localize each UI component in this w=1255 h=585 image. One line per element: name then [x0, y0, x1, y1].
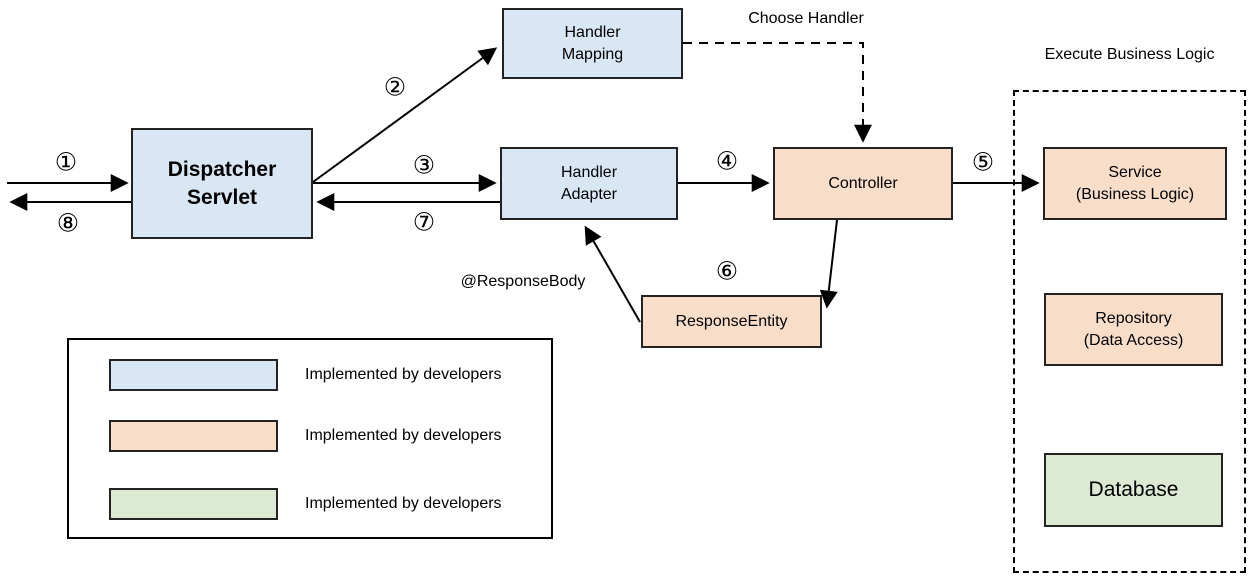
- database-node: Database: [1044, 453, 1223, 527]
- repository-node: Repository (Data Access): [1044, 293, 1223, 366]
- service-node: Service (Business Logic): [1043, 147, 1227, 220]
- handler-adapter-node: Handler Adapter: [500, 147, 678, 220]
- controller-label: Controller: [828, 174, 898, 192]
- controller-node: Controller: [773, 147, 953, 220]
- service-label-line1: Service: [1108, 163, 1162, 181]
- handler-mapping-label-line2: Mapping: [561, 45, 624, 63]
- legend-row-peach: Implemented by developers: [109, 420, 502, 452]
- repository-label-line1: Repository: [1095, 309, 1172, 327]
- step-number-8: ⑧: [56, 209, 80, 238]
- legend-label-blue: Implemented by developers: [305, 366, 502, 383]
- legend-row-blue: Implemented by developers: [109, 359, 502, 391]
- step-number-3: ③: [412, 151, 436, 180]
- execute-business-logic-group: [1013, 90, 1246, 573]
- legend-row-green: Implemented by developers: [109, 488, 502, 520]
- arrow-choose-handler-dashed: [683, 42, 872, 143]
- legend-swatch-peach: [109, 420, 278, 452]
- step-number-7: ⑦: [412, 208, 436, 237]
- repository-label-line2: (Data Access): [1083, 331, 1184, 349]
- arrow-step-6-response-entity-to-adapter: [584, 225, 641, 323]
- step-number-6: ⑥: [715, 257, 739, 286]
- dispatcher-servlet-label-line1: Dispatcher: [167, 157, 277, 181]
- step-number-1: ①: [54, 148, 78, 177]
- handler-mapping-node: Handler Mapping: [502, 8, 683, 79]
- dispatcher-servlet-node: Dispatcher Servlet: [131, 128, 313, 239]
- response-entity-label: ResponseEntity: [675, 312, 788, 330]
- legend-label-peach: Implemented by developers: [305, 427, 502, 444]
- database-label: Database: [1088, 478, 1179, 501]
- service-label-line2: (Business Logic): [1075, 185, 1195, 203]
- legend-swatch-blue: [109, 359, 278, 391]
- arrow-step-2-to-handler-mapping: [312, 47, 498, 183]
- response-entity-node: ResponseEntity: [641, 295, 822, 348]
- legend-box: Implemented by developers Implemented by…: [67, 338, 553, 539]
- arrow-controller-to-response-entity: [819, 219, 838, 309]
- response-body-annotation: @ResponseBody: [460, 273, 586, 290]
- legend-label-green: Implemented by developers: [305, 495, 502, 512]
- step-number-4: ④: [715, 147, 739, 176]
- dispatcher-servlet-label-line2: Servlet: [186, 185, 258, 209]
- handler-mapping-label-line1: Handler: [564, 23, 621, 41]
- step-number-5: ⑤: [971, 148, 995, 177]
- legend-swatch-green: [109, 488, 278, 520]
- handler-adapter-label-line1: Handler: [560, 163, 618, 181]
- execute-group-title: Execute Business Logic: [1044, 46, 1215, 63]
- handler-adapter-label-line2: Adapter: [560, 185, 618, 203]
- step-number-2: ②: [383, 73, 407, 102]
- choose-handler-label: Choose Handler: [748, 10, 864, 27]
